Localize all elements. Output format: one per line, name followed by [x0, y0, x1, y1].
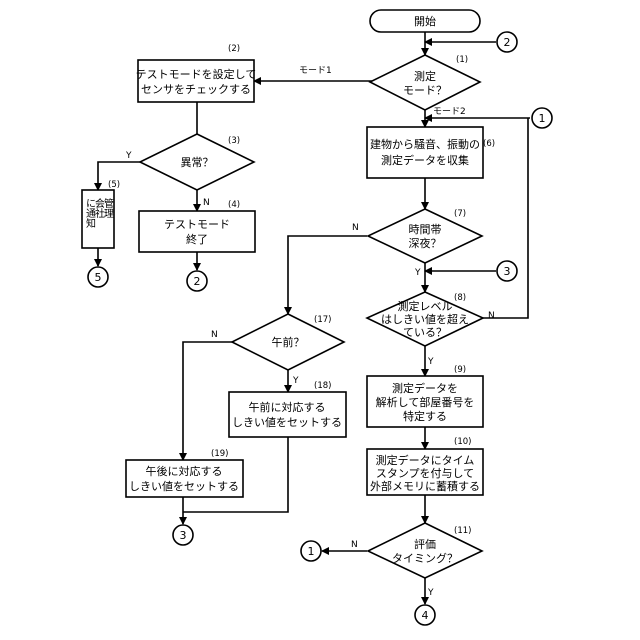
decision-measure-mode: 測定 モード？ (1) [370, 55, 480, 110]
svg-text:5: 5 [95, 271, 102, 284]
decision-late-night: 時間帯 深夜？ (7) [368, 209, 482, 263]
edge-n17-no [183, 342, 232, 460]
label-mode1: モード1 [299, 66, 332, 76]
step-number-1: (1) [456, 55, 468, 65]
process-test-mode-setup-line1: テストモードを設定して [136, 67, 257, 81]
process-timestamp-line1: 測定データにタイム [376, 453, 475, 467]
decision-exceeds-threshold: 測定レベル はしきい値を超え ている？ (8) [367, 292, 483, 346]
step-number-3: (3) [228, 136, 240, 146]
step-number-18: (18) [314, 381, 331, 391]
step-number-11: (11) [454, 526, 471, 536]
decision-abnormal-line1: 異常？ [181, 156, 214, 169]
process-afternoon-line1: 午後に対応する [146, 464, 223, 478]
decision-morning-line1: 午前？ [272, 335, 305, 349]
process-set-afternoon-threshold: 午後に対応する しきい値をセットする (19) [126, 449, 243, 497]
step-number-17: (17) [314, 315, 331, 325]
label-n8-yes: Y [427, 357, 434, 367]
process-timestamp-line2: スタンプを付与して [376, 467, 474, 480]
svg-text:1: 1 [308, 545, 315, 558]
label-n17-yes: Y [292, 376, 299, 386]
label-n7-no: N [352, 223, 359, 233]
start-terminal: 開始 [370, 10, 480, 32]
label-n11-yes: Y [427, 588, 434, 598]
process-morning-line2: しきい値をセットする [232, 416, 342, 429]
decision-abnormal: 異常？ (3) [140, 134, 254, 190]
connector-3-right: 3 [497, 261, 517, 281]
decision-exceeds-line2: はしきい値を超え [381, 312, 469, 326]
process-notify-col3: に通知 [84, 198, 96, 228]
step-number-9: (9) [454, 365, 466, 375]
process-test-mode-setup-line2: センサをチェックする [141, 83, 251, 96]
connector-2-top: 2 [497, 32, 517, 52]
decision-exceeds-line3: ている？ [403, 326, 447, 339]
connector-4: 4 [415, 605, 435, 625]
process-analyze-line2: 解析して部屋番号を [376, 395, 475, 409]
process-afternoon-line2: しきい値をセットする [129, 480, 239, 493]
svg-text:1: 1 [539, 112, 546, 125]
step-number-4: (4) [228, 200, 240, 210]
step-number-8: (8) [454, 293, 466, 303]
decision-late-night-line1: 時間帯 [409, 223, 442, 236]
connector-3-bottom: 3 [173, 525, 193, 545]
step-number-2: (2) [228, 44, 240, 54]
svg-text:2: 2 [194, 275, 201, 288]
process-notify-management: 管理 会社 に通知 (5) [82, 180, 120, 248]
label-n3-yes: Y [125, 151, 132, 161]
label-n11-no: N [351, 540, 358, 550]
start-label: 開始 [414, 14, 436, 28]
step-number-5: (5) [108, 180, 120, 190]
connector-2-bottom: 2 [187, 271, 207, 291]
label-n7-yes: Y [414, 268, 421, 278]
process-collect-data-line1: 建物から騒音、振動の [370, 137, 480, 151]
process-test-mode-end-line2: 終了 [186, 232, 208, 246]
step-number-19: (19) [211, 449, 228, 459]
step-number-7: (7) [454, 209, 466, 219]
process-collect-data-line2: 測定データを収集 [381, 153, 469, 167]
connector-5: 5 [88, 267, 108, 287]
process-analyze-line1: 測定データを [392, 381, 458, 395]
process-morning-line1: 午前に対応する [249, 400, 326, 414]
connector-1-left: 1 [301, 541, 321, 561]
process-test-mode-setup: テストモードを設定して センサをチェックする (2) [136, 44, 257, 102]
connector-1-right: 1 [532, 108, 552, 128]
label-n17-no: N [211, 330, 218, 340]
process-analyze-line3: 特定する [403, 409, 447, 423]
decision-morning: 午前？ (17) [232, 314, 344, 370]
decision-evaluation-line2: タイミング？ [392, 551, 458, 565]
step-number-10: (10) [454, 437, 471, 447]
label-n3-no: N [203, 198, 210, 208]
decision-measure-mode-line2: モード？ [403, 84, 447, 97]
process-timestamp-line3: 外部メモリに蓄積する [370, 479, 480, 493]
edge-n7-no [288, 236, 367, 314]
svg-text:3: 3 [180, 529, 187, 542]
svg-text:2: 2 [504, 36, 511, 49]
label-mode2: モード2 [433, 107, 466, 117]
decision-evaluation-line1: 評価 [414, 537, 436, 551]
svg-text:3: 3 [504, 265, 511, 278]
label-n8-no: N [488, 311, 495, 321]
svg-text:4: 4 [422, 609, 429, 622]
decision-exceeds-line1: 測定レベル [398, 299, 453, 313]
decision-measure-mode-line1: 測定 [414, 69, 436, 83]
process-test-mode-end-line1: テストモード [164, 218, 230, 231]
step-number-6: (6) [483, 139, 495, 149]
decision-late-night-line2: 深夜？ [409, 236, 442, 250]
decision-evaluation-timing: 評価 タイミング？ (11) [368, 523, 482, 578]
process-collect-data: 建物から騒音、振動の 測定データを収集 (6) [367, 127, 495, 178]
